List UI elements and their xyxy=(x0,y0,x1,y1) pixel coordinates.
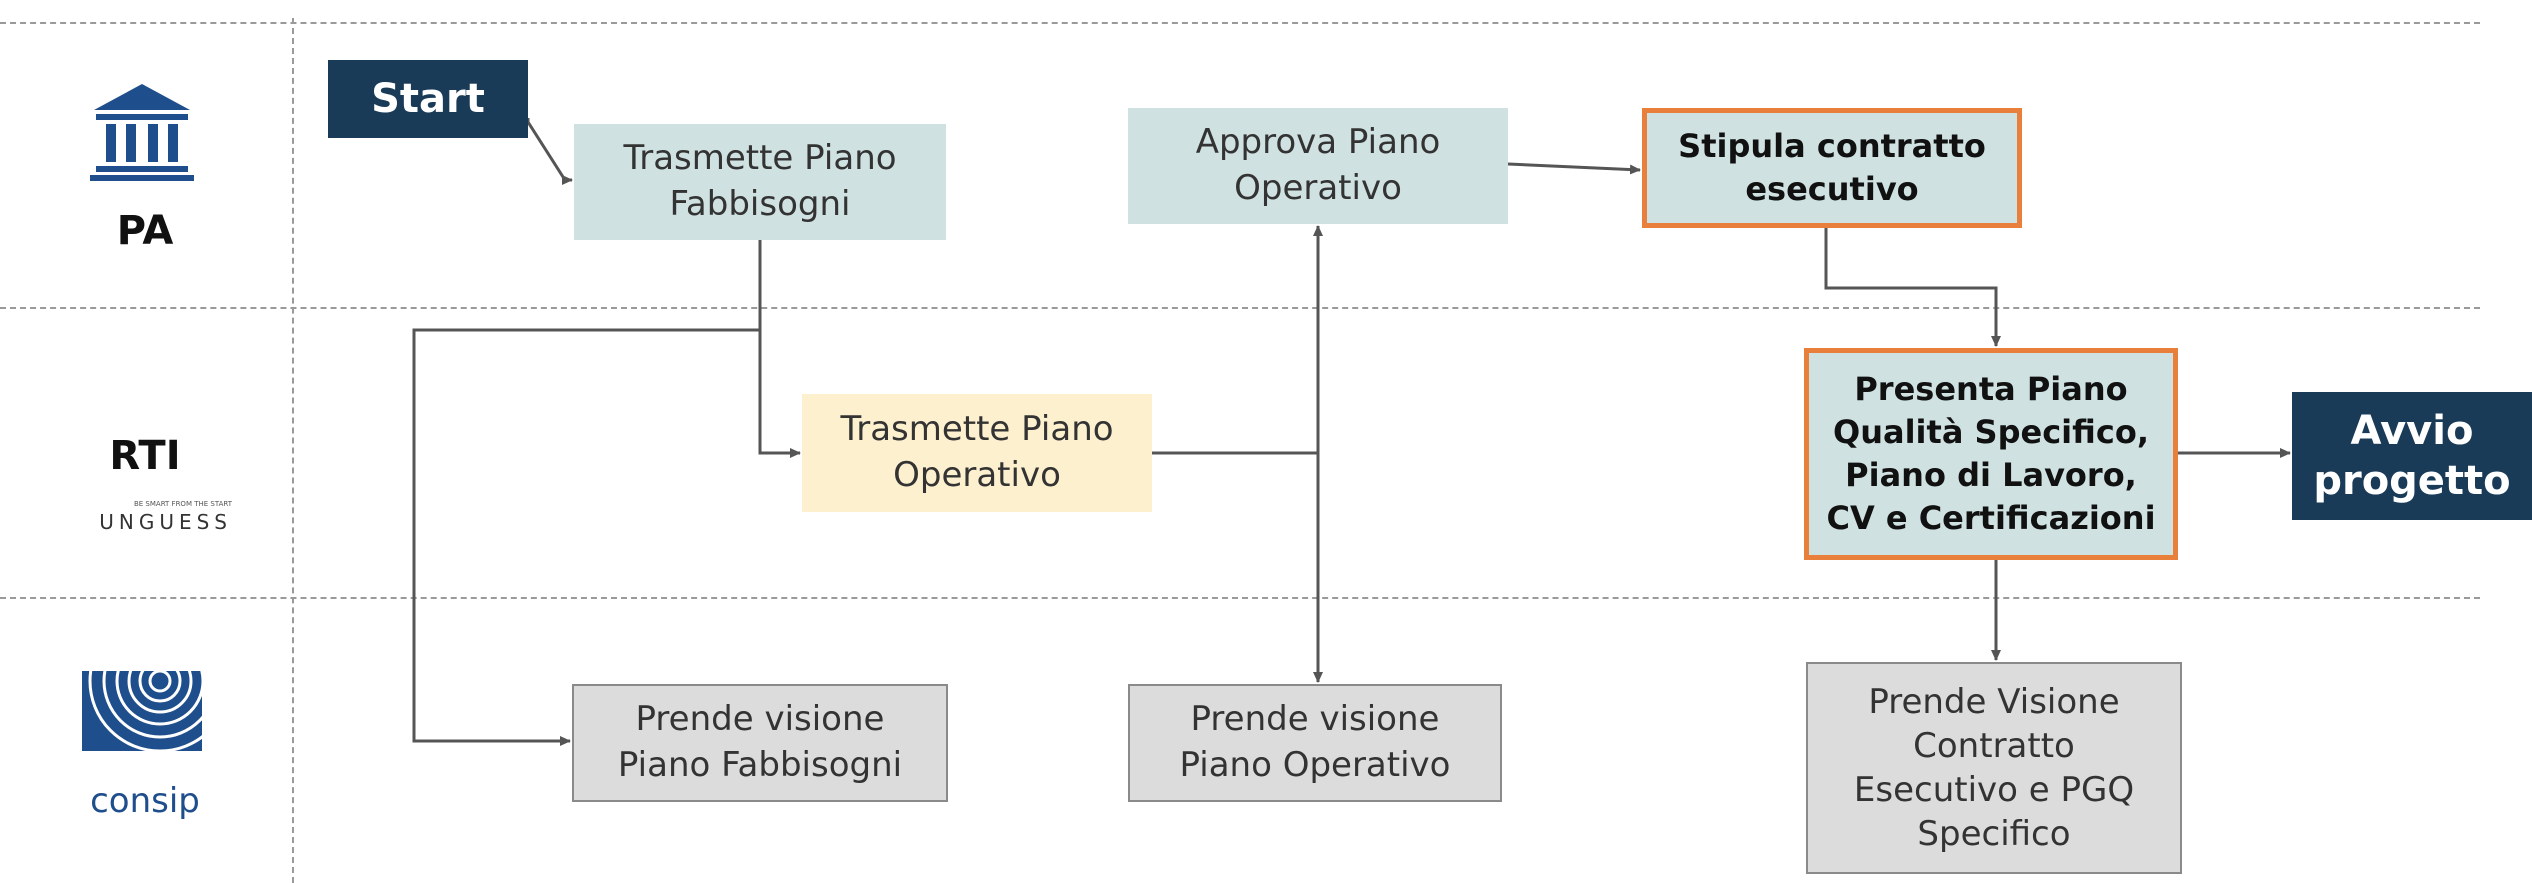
bank-building-icon xyxy=(90,84,194,181)
consip-logo-icon xyxy=(82,671,202,751)
lane-pa-header: PA xyxy=(0,30,290,300)
node-presenta-piano-qualita: Presenta Piano Qualità Specifico, Piano … xyxy=(1804,348,2178,560)
node-start: Start xyxy=(328,60,528,138)
lane-label-pa: PA xyxy=(116,208,174,254)
lane-divider-top xyxy=(0,22,2480,24)
node-prende-visione-contratto-label: Prende Visione Contratto Esecutivo e PGQ… xyxy=(1853,681,2135,855)
node-trasmette-piano-operativo-label: Trasmette Piano Operativo xyxy=(840,409,1114,495)
unguess-tagline: BE SMART FROM THE START xyxy=(133,500,232,508)
node-stipula-contratto-esecutivo: Stipula contratto esecutivo xyxy=(1642,108,2022,228)
node-avvio-progetto: Avvio progetto xyxy=(2292,392,2532,520)
connector-fabbisogni-to-operativo xyxy=(758,330,801,458)
lane-divider-pa-rti xyxy=(0,307,2480,309)
node-stipula-contratto-esecutivo-label: Stipula contratto esecutivo xyxy=(1678,126,1986,208)
node-avvio-progetto-label: Avvio progetto xyxy=(2313,408,2511,504)
lane-consip-header: consip xyxy=(0,605,290,883)
node-prende-visione-piano-operativo: Prende visione Piano Operativo xyxy=(1128,684,1502,802)
lane-label-consip: consip xyxy=(90,781,200,821)
lane-label-rti: RTI xyxy=(109,433,181,479)
unguess-logo: BE SMART FROM THE START UNGUESS xyxy=(52,500,232,540)
node-trasmette-piano-operativo: Trasmette Piano Operativo xyxy=(802,394,1152,512)
node-presenta-piano-qualita-label: Presenta Piano Qualità Specifico, Piano … xyxy=(1826,369,2156,538)
node-prende-visione-piano-operativo-label: Prende visione Piano Operativo xyxy=(1179,699,1451,785)
node-approva-piano-operativo-label: Approva Piano Operativo xyxy=(1195,122,1441,208)
lane-rti-header: RTI BE SMART FROM THE START UNGUESS xyxy=(0,315,290,595)
node-prende-visione-piano-fabbisogni-label: Prende visione Piano Fabbisogni xyxy=(617,699,903,785)
node-prende-visione-contratto: Prende Visione Contratto Esecutivo e PGQ… xyxy=(1806,662,2182,874)
connector-stipula-to-presenta xyxy=(1824,228,2001,347)
unguess-wordmark: UNGUESS xyxy=(99,510,232,534)
lane-label-divider xyxy=(292,18,294,883)
node-start-label: Start xyxy=(371,76,485,122)
node-prende-visione-piano-fabbisogni: Prende visione Piano Fabbisogni xyxy=(572,684,948,802)
connector-fabbisogni-to-consip xyxy=(412,328,760,746)
lane-divider-rti-consip xyxy=(0,597,2480,599)
node-trasmette-piano-fabbisogni: Trasmette Piano Fabbisogni xyxy=(574,124,946,240)
connector-start-to-fabbisogni xyxy=(526,118,573,185)
node-approva-piano-operativo: Approva Piano Operativo xyxy=(1128,108,1508,224)
node-trasmette-piano-fabbisogni-label: Trasmette Piano Fabbisogni xyxy=(623,138,897,224)
connector-approva-to-stipula xyxy=(1507,162,1641,175)
